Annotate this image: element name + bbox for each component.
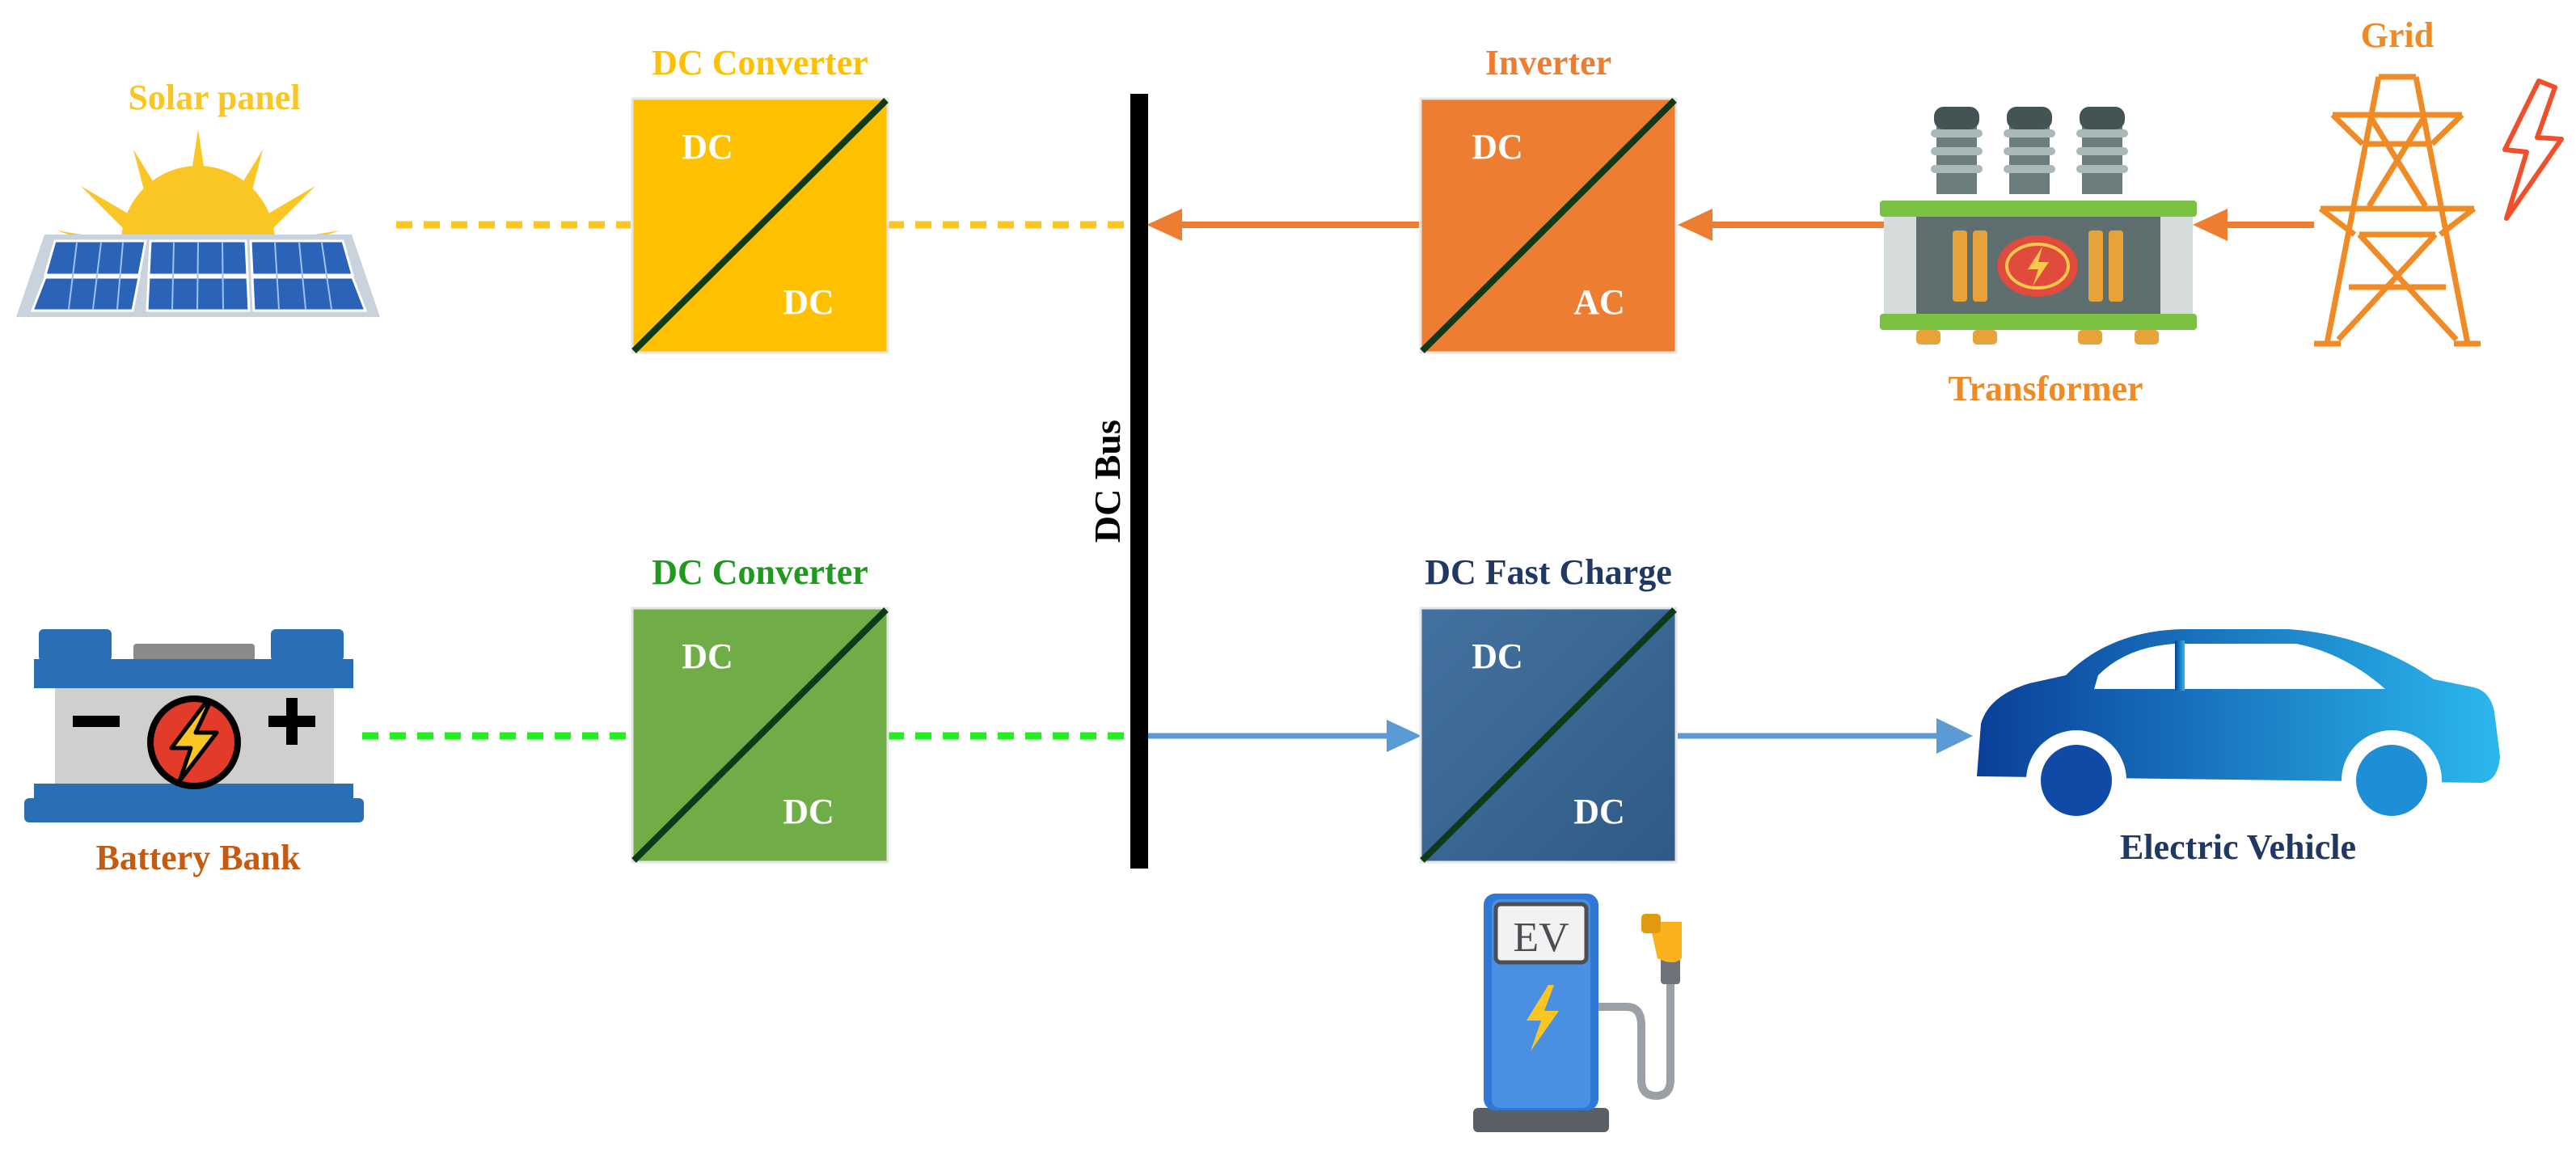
inverter-box: DC AC [1419,97,1678,354]
dc-converter-top-title: DC Converter [652,43,868,82]
dc-converter-bottom-out-label: DC [783,792,834,831]
ev-sign-text: EV [1513,915,1569,961]
transformer-icon [1880,107,2197,345]
battery-icon [24,629,364,822]
grid-transformer-arrowhead [2193,209,2228,241]
fast-charge-ev-arrowhead [1936,718,1973,754]
inverter-title: Inverter [1485,43,1611,82]
bus-fast-charge-arrowhead [1387,720,1421,752]
transformer-inverter-arrowhead [1678,209,1712,241]
inverter-in-label: DC [1472,127,1523,167]
dc-fast-charge-out-label: DC [1573,792,1625,831]
dc-converter-top-in-label: DC [682,127,733,167]
ev-charging-station-icon: EV [1473,894,1682,1132]
dc-converter-top-out-label: DC [783,282,834,322]
dc-bus-label: DC Bus [1087,420,1128,543]
solar-panel-title: Solar panel [128,78,300,117]
grid-title: Grid [2361,15,2434,55]
dc-converter-top-box: DC DC [631,97,889,354]
dc-converter-bottom-in-label: DC [682,636,733,676]
inverter-out-label: AC [1573,282,1625,322]
lightning-icon [2502,78,2564,221]
electric-vehicle-label: Electric Vehicle [2120,827,2356,867]
dc-converter-bottom-box: DC DC [631,607,889,864]
dc-fast-charge-title: DC Fast Charge [1425,552,1672,592]
dc-fast-charge-box: DC DC [1419,607,1678,864]
electric-car-icon [1977,629,2500,831]
solar-panel-icon [16,129,380,317]
transmission-tower-icon [2314,74,2481,347]
dc-bus-bar [1130,94,1148,869]
transformer-label: Transformer [1948,369,2143,408]
dc-converter-bottom-title: DC Converter [652,552,868,592]
battery-bank-label: Battery Bank [96,838,302,877]
inverter-bus-arrowhead [1147,209,1182,241]
dc-fast-charge-in-label: DC [1472,636,1523,676]
